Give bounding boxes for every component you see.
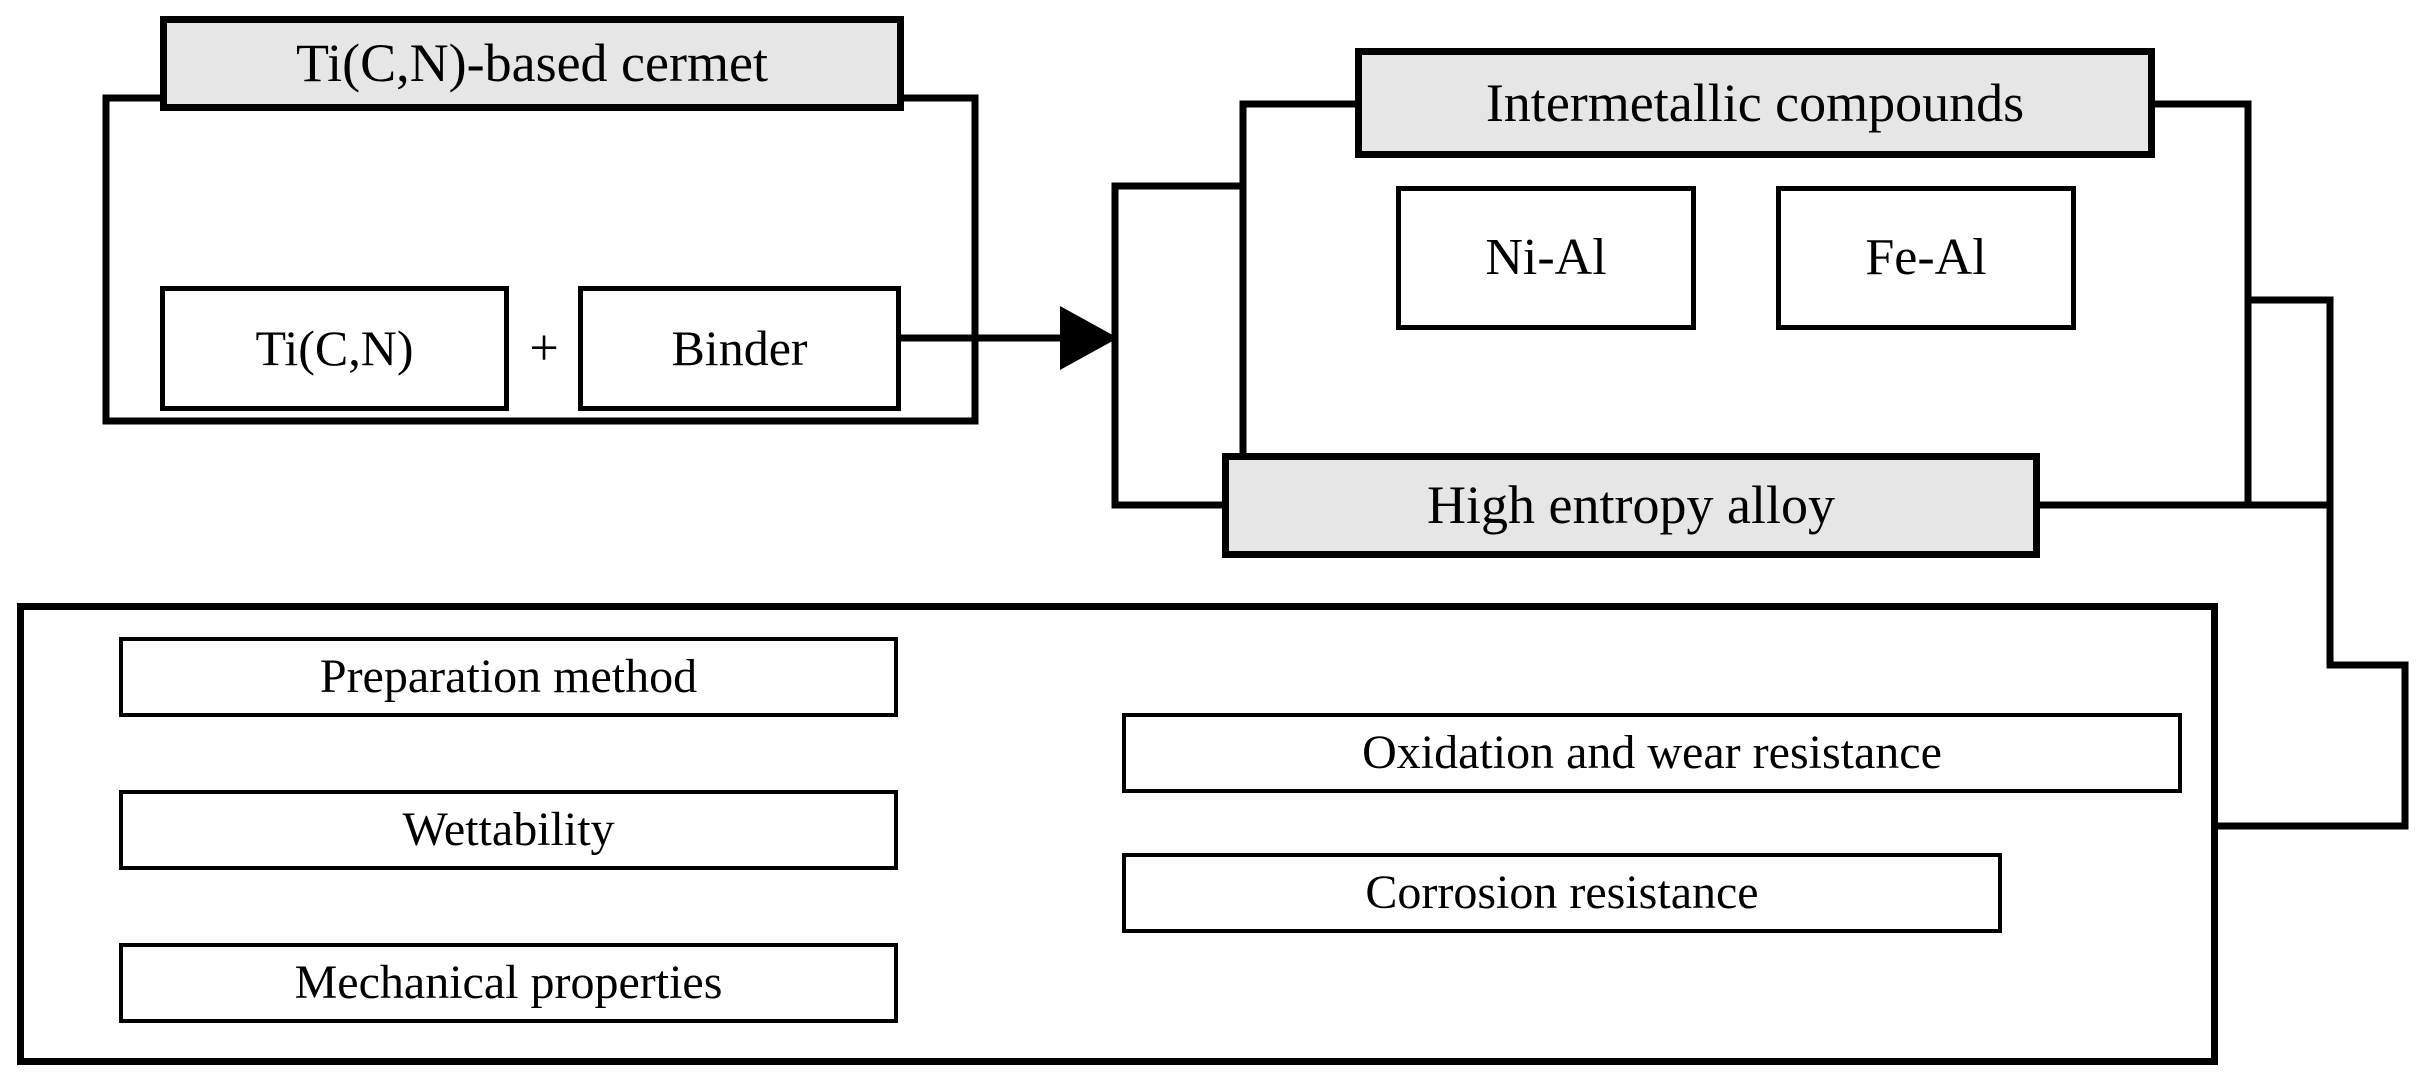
property-box-mechanical-properties[interactable]: Mechanical properties [119,943,898,1023]
property-box-wettability[interactable]: Wettability [119,790,898,870]
component-label-binder: Binder [671,320,808,377]
intermetallic-item-label-fe-al: Fe-Al [1865,228,1987,286]
component-box-binder[interactable]: Binder [578,286,901,411]
cermet-title-label: Ti(C,N)-based cermet [296,33,768,94]
high-entropy-alloy-label: High entropy alloy [1427,475,1835,536]
property-box-corrosion-resistance[interactable]: Corrosion resistance [1122,853,2002,933]
arrow-head [1060,306,1118,370]
properties-container [17,603,2218,1065]
high-entropy-alloy-box[interactable]: High entropy alloy [1222,453,2040,558]
property-box-preparation-method[interactable]: Preparation method [119,637,898,717]
property-label-wettability: Wettability [402,802,615,856]
intermetallic-item-box-fe-al[interactable]: Fe-Al [1776,186,2076,330]
component-label-ticn: Ti(C,N) [255,320,414,377]
property-label-corrosion-resistance: Corrosion resistance [1365,865,1759,919]
intermetallic-header-label: Intermetallic compounds [1485,72,2025,133]
property-label-preparation-method: Preparation method [319,649,698,703]
property-box-oxidation-wear-resistance[interactable]: Oxidation and wear resistance [1122,713,2182,793]
property-label-mechanical-properties: Mechanical properties [294,955,723,1009]
plus-icon: + [510,286,578,411]
property-label-oxidation-wear-resistance: Oxidation and wear resistance [1362,725,1942,779]
intermetallic-header-box[interactable]: Intermetallic compounds [1355,48,2155,158]
component-box-ticn[interactable]: Ti(C,N) [160,286,509,411]
intermetallic-item-box-ni-al[interactable]: Ni-Al [1396,186,1696,330]
cermet-title-box[interactable]: Ti(C,N)-based cermet [160,16,904,111]
plus-symbol: + [529,320,559,377]
intermetallic-item-label-ni-al: Ni-Al [1485,228,1607,286]
